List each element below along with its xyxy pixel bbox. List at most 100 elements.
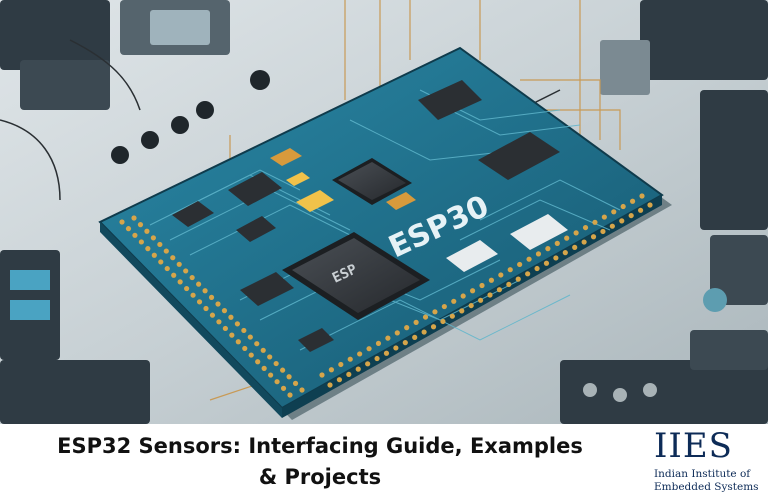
header-pin <box>543 260 550 266</box>
header-pin <box>432 309 438 315</box>
header-pin <box>267 354 273 360</box>
header-pin <box>525 271 531 277</box>
header-pin <box>647 202 653 208</box>
header-pin <box>248 352 254 358</box>
header-pin <box>468 302 474 309</box>
header-pin <box>404 325 410 331</box>
header-pin <box>639 193 645 199</box>
header-pin <box>449 313 455 319</box>
header-pin <box>469 288 476 294</box>
iies-logo: IIES Indian Institute of Embedded System… <box>640 424 768 500</box>
header-pin <box>515 276 521 282</box>
header-pin <box>255 359 261 365</box>
header-pin <box>132 232 138 238</box>
header-pin <box>421 329 427 335</box>
header-pin <box>299 387 305 393</box>
header-pin <box>138 239 144 245</box>
header-pin <box>562 250 568 256</box>
header-pin <box>157 241 163 248</box>
header-pin <box>619 218 625 224</box>
header-pin <box>119 219 125 225</box>
header-pin <box>422 314 429 320</box>
header-pin <box>203 305 209 312</box>
header-pin <box>573 230 579 236</box>
header-pin <box>287 392 293 398</box>
header-pin <box>177 279 183 285</box>
header-pin <box>137 222 144 228</box>
header-pin <box>402 340 408 346</box>
header-pin <box>163 248 169 254</box>
header-pin <box>125 226 132 232</box>
header-pin <box>216 319 222 325</box>
header-pin <box>189 274 195 281</box>
header-pin <box>526 256 532 262</box>
pcb-board-side <box>100 222 282 418</box>
hero-illustration: ESP <box>0 0 768 424</box>
header-pin <box>327 382 333 388</box>
header-pin <box>190 292 196 298</box>
header-pin <box>441 303 447 310</box>
header-pin <box>247 334 253 340</box>
header-pin <box>235 339 241 345</box>
header-pin <box>592 219 598 225</box>
header-pin <box>338 361 344 368</box>
header-pin <box>430 324 437 330</box>
header-pin <box>347 356 353 362</box>
header-pin <box>151 252 157 258</box>
header-pin <box>209 312 216 318</box>
header-pin <box>611 209 617 215</box>
title-line-2: & Projects <box>258 465 382 489</box>
header-pin <box>280 367 286 373</box>
header-pin <box>600 228 606 235</box>
header-pin <box>254 341 260 347</box>
header-pin <box>498 272 504 278</box>
header-pin <box>229 332 235 338</box>
header-pin <box>150 235 156 241</box>
header-pin <box>534 265 540 272</box>
header-pin <box>328 367 335 373</box>
header-pin <box>394 330 400 336</box>
header-pin <box>241 327 247 334</box>
header-pin <box>202 288 208 294</box>
header-pin <box>460 293 466 299</box>
header-pin <box>346 371 352 378</box>
header-pin <box>393 345 399 351</box>
header-pin <box>221 308 228 314</box>
header-pin <box>507 267 513 273</box>
header-pin <box>413 319 419 325</box>
header-pin <box>357 351 363 357</box>
header-pin <box>629 198 636 204</box>
header-pin <box>487 292 493 298</box>
header-pin <box>260 347 266 353</box>
processor-chip <box>332 158 412 205</box>
header-pin <box>292 380 299 386</box>
logo-subtitle-line-2: Embedded Systems <box>654 481 759 493</box>
header-pin <box>242 345 248 352</box>
header-pin <box>261 365 267 371</box>
header-pin <box>319 372 325 378</box>
header-pin <box>506 281 512 288</box>
header-pin <box>637 207 644 213</box>
header-pin <box>477 297 484 303</box>
header-pin <box>208 294 215 300</box>
header-pin <box>274 379 280 385</box>
header-pin <box>215 301 221 307</box>
header-pin <box>488 277 495 283</box>
header-pin <box>158 259 164 265</box>
header-pin <box>366 346 372 352</box>
header-pin <box>375 340 382 347</box>
header-pin <box>609 223 615 229</box>
header-pin <box>553 255 559 261</box>
header-pin <box>582 224 589 231</box>
header-pin <box>412 334 418 340</box>
header-pin <box>564 235 570 241</box>
header-pin <box>374 355 380 362</box>
header-pin <box>620 203 626 210</box>
header-pin <box>572 244 578 250</box>
header-pin <box>234 321 240 327</box>
article-title: ESP32 Sensors: Interfacing Guide, Exampl… <box>0 424 640 500</box>
header-pin <box>459 308 465 314</box>
logo-mark: IIES <box>654 426 733 466</box>
header-pin <box>268 372 274 378</box>
